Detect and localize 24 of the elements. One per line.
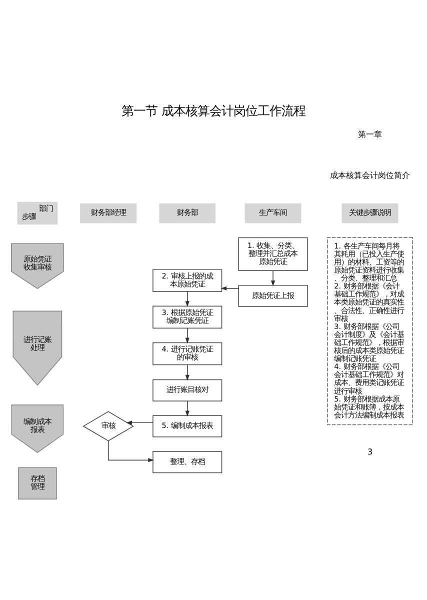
node-box: 1. 各生产车间每月将其耗用（已投入生产使用）的材料、工资等的原始凭证资料进行收集、分类、整理和汇总 2. 财务部根据《会计基础工作规范》，对成本类原始凭证的真实性、合法性、正确性进行审核 3. 财务部根据《公司会计制度》及《会计基础工作规范》，根据审核后的成本类原始凭证编制记账凭证 4. 财务部根据《公司会计基础工作规范》对成本、费用类记账凭证进行审核 5. 财务部根据成本原始凭证和账簿，按成本会计方法编制成本报表	[327, 236, 413, 425]
node-box: 部门 步骤	[17, 201, 58, 224]
arrow	[126, 420, 154, 424]
node-box: 3. 根据原始凭证编制记账凭证	[152, 305, 222, 328]
arrow	[108, 440, 154, 462]
arrow	[220, 286, 239, 290]
node-box: 1. 收集、分类、整理并汇总成本原始凭证	[238, 236, 308, 271]
node-box: 5. 编制成本报表	[152, 414, 222, 437]
node-box: 存档管理	[18, 466, 57, 499]
node-box: 财务部	[159, 202, 216, 223]
node-box: 整理、存档	[152, 450, 222, 473]
node-box: 关键步骤说明	[342, 202, 398, 223]
node-box: 进行账目核对	[152, 378, 222, 401]
node-box: 4. 进行记账凭证的审核	[152, 342, 222, 365]
arrow	[185, 290, 190, 307]
node-box: 原始凭证上报	[238, 284, 308, 306]
node-box: 财务部经理	[80, 202, 136, 223]
node-box: 生产车间	[244, 202, 302, 223]
node-box: 2. 审核上报的成本原始凭证	[152, 268, 222, 292]
arrow	[185, 400, 190, 416]
diagram-title: 第一节 成本核算会计岗位工作流程	[122, 102, 306, 118]
arrow	[185, 364, 190, 380]
arrow	[185, 327, 190, 344]
arrow	[270, 270, 276, 286]
